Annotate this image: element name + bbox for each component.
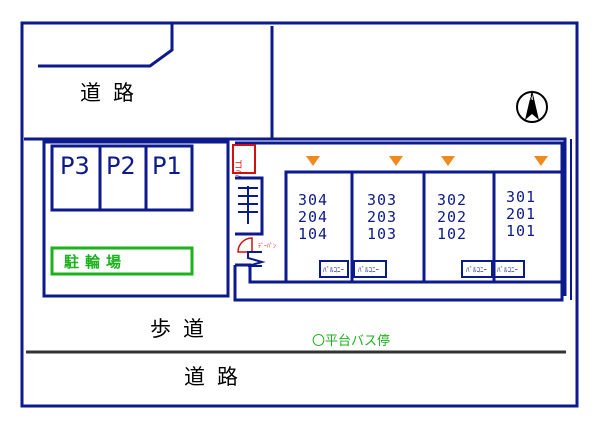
parking-spots: P3 P2 P1 bbox=[50, 144, 194, 212]
room-101: 101 bbox=[506, 222, 536, 240]
unit-column-4 bbox=[492, 170, 564, 284]
room-104: 104 bbox=[298, 225, 328, 243]
balcony-102-label: ﾊﾞﾙｺﾆｰ bbox=[466, 266, 487, 274]
balconies: ﾊﾞﾙｺﾆｰ ﾊﾞﾙｺﾆｰ ﾊﾞﾙｺﾆｰ ﾊﾞﾙｺﾆｰ bbox=[319, 260, 525, 278]
balcony-103 bbox=[353, 260, 387, 278]
balcony-104 bbox=[319, 260, 349, 278]
balcony-103-label: ﾊﾞﾙｺﾆｰ bbox=[358, 266, 379, 274]
parking-spot-p1-label: P1 bbox=[152, 152, 182, 180]
door-label: ﾃﾞｰﾊﾟﾝ bbox=[258, 243, 276, 250]
trash-box bbox=[232, 144, 256, 174]
entrance-markers bbox=[306, 156, 548, 166]
balcony-102 bbox=[461, 260, 493, 278]
parking-spot-p3-label: P3 bbox=[60, 152, 90, 180]
entrance-marker-icon bbox=[534, 156, 548, 166]
room-201: 201 bbox=[506, 205, 536, 223]
room-203: 203 bbox=[367, 208, 397, 226]
room-304: 304 bbox=[298, 191, 328, 209]
lot-outline bbox=[24, 137, 567, 296]
building-outline bbox=[233, 141, 564, 302]
entrance-marker-icon bbox=[306, 156, 320, 166]
svg-text:N: N bbox=[529, 95, 534, 102]
bus-stop-label: 〇平台バス停 bbox=[312, 333, 390, 349]
bike-parking-box bbox=[50, 246, 194, 276]
balcony-101-label: ﾊﾞﾙｺﾆｰ bbox=[497, 266, 518, 274]
north-arrow-icon: N bbox=[516, 90, 548, 123]
room-103: 103 bbox=[367, 225, 397, 243]
balcony-104-label: ﾊﾞﾙｺﾆｰ bbox=[323, 266, 344, 274]
parking-spot-p1 bbox=[144, 144, 194, 212]
room-303: 303 bbox=[367, 191, 397, 209]
road-curb-line bbox=[38, 24, 174, 68]
trash-label: ゴミ bbox=[232, 159, 242, 178]
balcony-101 bbox=[493, 260, 525, 278]
top-road-label: 道路 bbox=[80, 81, 146, 105]
room-202: 202 bbox=[437, 208, 467, 226]
sidewalk-label: 歩道 bbox=[150, 317, 216, 341]
entrance-marker-icon bbox=[441, 156, 455, 166]
door-swing-icon bbox=[237, 237, 253, 253]
room-301: 301 bbox=[506, 188, 536, 206]
map-frame bbox=[20, 21, 579, 408]
parking-spot-p2-label: P2 bbox=[106, 152, 136, 180]
stairs-icon bbox=[235, 176, 264, 236]
bike-parking-label: 駐輪場 bbox=[64, 253, 127, 271]
entry-wall bbox=[235, 263, 286, 284]
room-204: 204 bbox=[298, 208, 328, 226]
bottom-road-label: 道路 bbox=[184, 365, 250, 389]
unit-columns: 304 204 104 303 203 103 302 202 102 301 … bbox=[284, 170, 564, 284]
room-302: 302 bbox=[437, 191, 467, 209]
room-102: 102 bbox=[437, 225, 467, 243]
entrance-marker-icon bbox=[389, 156, 403, 166]
parking-area bbox=[42, 140, 230, 298]
